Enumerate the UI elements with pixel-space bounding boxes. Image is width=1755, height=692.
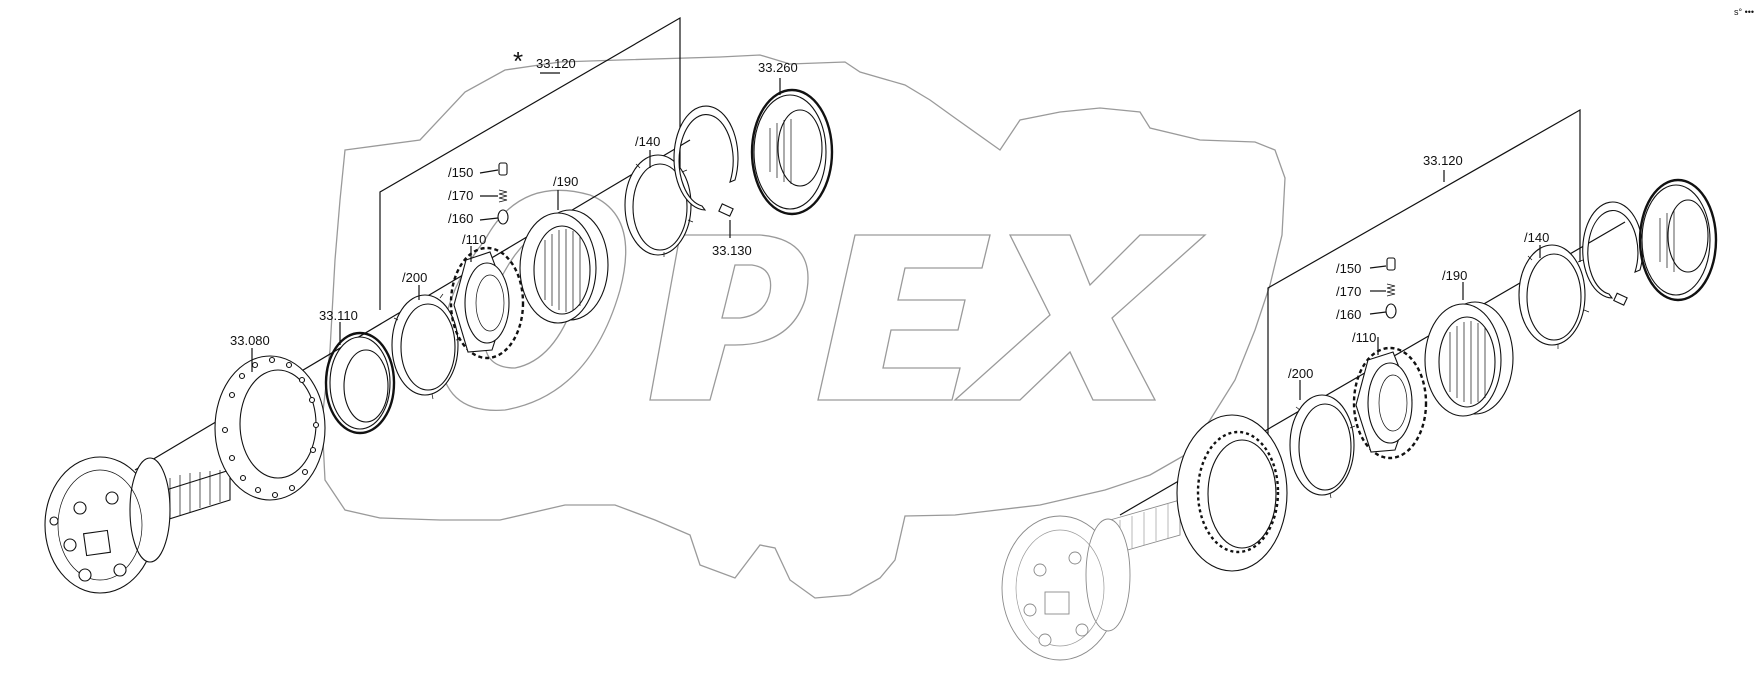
part-33-080-disc <box>214 355 326 501</box>
label-right-160: /160 <box>1336 307 1361 322</box>
left-assembly: * 33.120 33.080 33.110 /200 /110 /150 /1… <box>44 16 834 594</box>
label-left-160: /160 <box>448 211 473 226</box>
asterisk-mark: * <box>513 46 523 76</box>
part-110-hub-right <box>1352 346 1428 460</box>
label-left-150: /150 <box>448 165 473 180</box>
label-left-140: /140 <box>635 134 660 149</box>
part-right-snap-ring <box>1582 201 1644 306</box>
part-33-130-snap-ring <box>673 105 739 217</box>
part-140-ring-right <box>1518 244 1590 349</box>
part-right-shaft-ghost <box>1001 499 1181 661</box>
part-right-ring-gear <box>1176 414 1288 572</box>
part-33-260-gear <box>750 88 834 216</box>
part-detent-set-left <box>497 162 509 225</box>
label-33-080: 33.080 <box>230 333 270 348</box>
right-assembly: 33.120 /150 /170 /160 /110 /200 /190 /14… <box>1001 108 1718 661</box>
left-assembly-bracket <box>379 16 681 310</box>
watermark-letter-e <box>817 234 991 401</box>
watermark-letter-x <box>953 234 1207 401</box>
part-190-sleeve-left <box>519 209 609 324</box>
right-assembly-bracket <box>1267 108 1581 445</box>
right-leader-lines <box>1299 245 1541 400</box>
label-left-190: /190 <box>553 174 578 189</box>
corner-mark: s° ••• <box>1734 7 1754 17</box>
label-right-110: /110 <box>1352 330 1376 345</box>
part-33-110-ring <box>324 331 396 435</box>
label-right-190: /190 <box>1442 268 1467 283</box>
label-left-110: /110 <box>462 232 486 247</box>
label-left-170: /170 <box>448 188 473 203</box>
part-200-ring-right <box>1289 394 1356 499</box>
label-33-110: 33.110 <box>319 308 358 323</box>
label-left-33-120: 33.120 <box>536 56 576 71</box>
part-33-080-flange <box>44 456 231 594</box>
label-right-33-120: 33.120 <box>1423 153 1463 168</box>
part-140-ring-left <box>624 154 694 257</box>
label-right-140: /140 <box>1524 230 1549 245</box>
part-190-sleeve-right <box>1424 301 1514 417</box>
label-right-150: /150 <box>1336 261 1361 276</box>
part-detent-set-right <box>1385 257 1397 319</box>
label-right-200: /200 <box>1288 366 1313 381</box>
label-33-260: 33.260 <box>758 60 798 75</box>
part-200-ring-left <box>391 293 462 400</box>
part-110-hub-left <box>449 246 525 360</box>
part-right-gear <box>1638 178 1718 302</box>
label-33-130: 33.130 <box>712 243 752 258</box>
left-leader-lines <box>251 78 781 372</box>
watermark-letter-p <box>649 234 809 401</box>
label-right-170: /170 <box>1336 284 1361 299</box>
label-left-200: /200 <box>402 270 427 285</box>
